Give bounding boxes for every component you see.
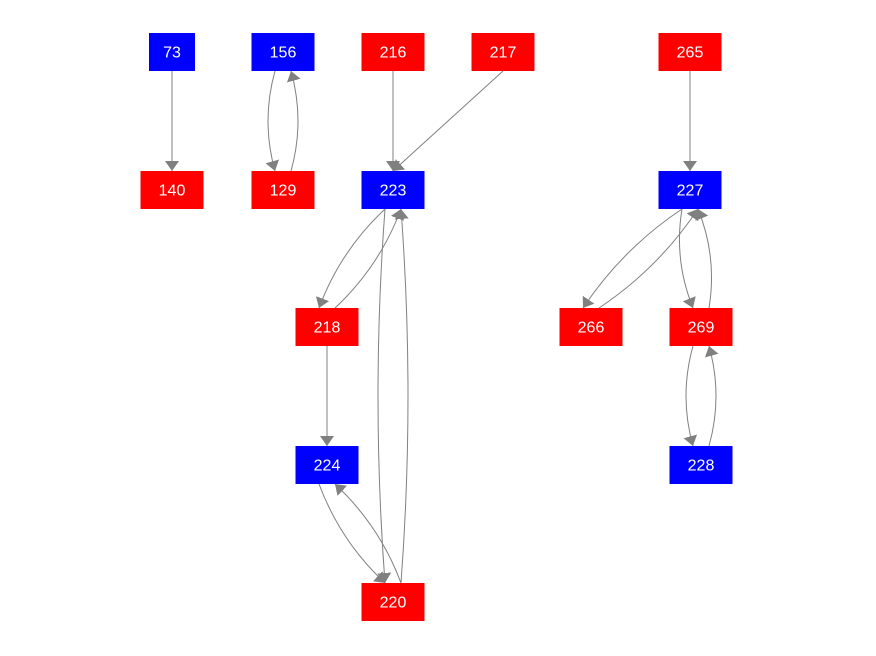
node-box — [251, 171, 315, 209]
node-224[interactable]: 224 — [295, 446, 359, 484]
node-box — [658, 33, 722, 71]
node-label: 224 — [314, 458, 341, 475]
edge-269-to-227 — [695, 208, 713, 309]
node-box — [140, 171, 204, 209]
edge-129-to-156 — [286, 70, 301, 172]
edge-227-to-269 — [678, 208, 696, 309]
edge-266-to-227 — [598, 208, 699, 309]
node-box — [149, 33, 195, 71]
node-box — [361, 583, 425, 621]
node-label: 228 — [688, 458, 715, 475]
node-box — [658, 171, 722, 209]
edge-220-to-224 — [334, 483, 402, 584]
node-label: 223 — [380, 183, 407, 200]
edge-228-to-269 — [704, 345, 719, 447]
node-223[interactable]: 223 — [361, 171, 425, 209]
node-label: 265 — [677, 45, 704, 62]
node-227[interactable]: 227 — [658, 171, 722, 209]
node-label: 73 — [163, 45, 181, 62]
node-129[interactable]: 129 — [251, 171, 315, 209]
node-box — [295, 446, 359, 484]
edge-227-to-266 — [582, 208, 683, 309]
edge-217-to-223 — [392, 70, 504, 172]
node-label: 218 — [314, 320, 341, 337]
node-220[interactable]: 220 — [361, 583, 425, 621]
node-217[interactable]: 217 — [471, 33, 535, 71]
node-228[interactable]: 228 — [669, 446, 733, 484]
node-label: 269 — [688, 320, 715, 337]
node-box — [251, 33, 315, 71]
node-box — [361, 171, 425, 209]
nodes-layer: 73 156 216 217 265 140 129 223 227 218 266 269 224 22… — [140, 33, 733, 621]
node-218[interactable]: 218 — [295, 308, 359, 346]
node-73[interactable]: 73 — [149, 33, 195, 71]
edge-223-to-220 — [377, 208, 392, 584]
edge-223-to-218 — [315, 208, 386, 309]
node-label: 217 — [490, 45, 517, 62]
edge-269-to-228 — [683, 345, 698, 447]
node-label: 266 — [578, 320, 605, 337]
node-label: 140 — [159, 183, 186, 200]
edge-156-to-129 — [265, 70, 280, 172]
node-269[interactable]: 269 — [669, 308, 733, 346]
node-266[interactable]: 266 — [559, 308, 623, 346]
node-140[interactable]: 140 — [140, 171, 204, 209]
node-label: 156 — [270, 45, 297, 62]
node-box — [361, 33, 425, 71]
node-box — [669, 446, 733, 484]
node-box — [559, 308, 623, 346]
node-label: 227 — [677, 183, 704, 200]
node-box — [669, 308, 733, 346]
node-label: 220 — [380, 595, 407, 612]
node-label: 129 — [270, 183, 297, 200]
edge-220-to-223 — [394, 208, 409, 584]
node-265[interactable]: 265 — [658, 33, 722, 71]
edges-layer — [165, 70, 719, 584]
edge-218-to-223 — [334, 208, 405, 309]
node-label: 216 — [380, 45, 407, 62]
node-216[interactable]: 216 — [361, 33, 425, 71]
node-box — [295, 308, 359, 346]
node-156[interactable]: 156 — [251, 33, 315, 71]
edge-224-to-220 — [318, 483, 386, 584]
node-box — [471, 33, 535, 71]
